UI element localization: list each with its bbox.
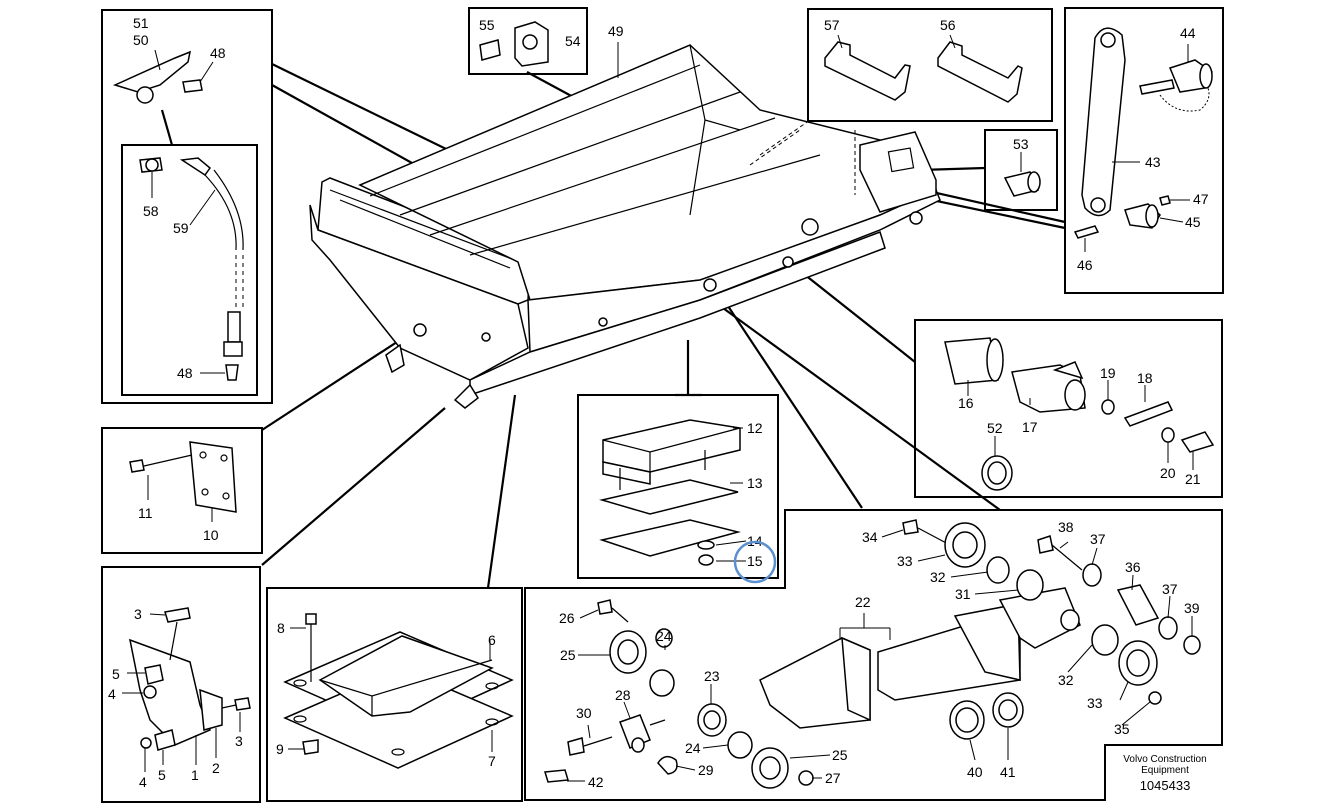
label-48-top: 48 bbox=[210, 45, 226, 61]
label-38: 38 bbox=[1058, 519, 1074, 535]
label-4-top: 4 bbox=[108, 686, 116, 702]
label-3-top: 3 bbox=[134, 606, 142, 622]
label-15: 15 bbox=[747, 553, 763, 569]
label-2: 2 bbox=[212, 760, 220, 776]
callout-box-covers: 57 56 bbox=[807, 8, 1053, 122]
callout-box-hose: 51 50 48 58 59 48 bbox=[101, 9, 273, 404]
label-33-bottom: 33 bbox=[1087, 695, 1103, 711]
label-49: 49 bbox=[608, 23, 624, 39]
label-40: 40 bbox=[967, 764, 983, 780]
label-18: 18 bbox=[1137, 370, 1153, 386]
label-41: 41 bbox=[1000, 764, 1016, 780]
label-27: 27 bbox=[825, 770, 841, 786]
label-45: 45 bbox=[1185, 214, 1201, 230]
label-52: 52 bbox=[987, 420, 1003, 436]
callout-box-hinge: 3 5 4 3 4 5 1 2 bbox=[101, 566, 261, 803]
drawing-footer: Volvo Construction Equipment 1045433 bbox=[1123, 754, 1206, 793]
label-43: 43 bbox=[1145, 154, 1161, 170]
label-22: 22 bbox=[855, 594, 871, 610]
label-31: 31 bbox=[955, 586, 971, 602]
label-25-right: 25 bbox=[832, 747, 848, 763]
highlight-circle bbox=[733, 540, 777, 584]
label-47: 47 bbox=[1193, 191, 1209, 207]
label-12: 12 bbox=[747, 420, 763, 436]
label-29: 29 bbox=[698, 762, 714, 778]
callout-box-wearplates: 8 6 9 7 bbox=[266, 587, 523, 802]
callout-box-link: 44 43 47 45 46 bbox=[1064, 7, 1224, 294]
label-3-right: 3 bbox=[235, 733, 243, 749]
label-23: 23 bbox=[704, 668, 720, 684]
label-19: 19 bbox=[1100, 365, 1116, 381]
label-53: 53 bbox=[1013, 136, 1029, 152]
callout-box-cylinder: 34 33 32 31 38 37 36 37 39 22 32 33 35 2… bbox=[524, 509, 1223, 801]
label-48-bottom: 48 bbox=[177, 365, 193, 381]
label-32-top: 32 bbox=[930, 569, 946, 585]
callout-box-pads: 12 13 14 15 bbox=[577, 394, 779, 584]
label-5-top: 5 bbox=[112, 666, 120, 682]
label-30: 30 bbox=[576, 705, 592, 721]
callout-box-plate: 11 10 bbox=[101, 427, 263, 554]
label-26: 26 bbox=[559, 610, 575, 626]
label-13: 13 bbox=[747, 475, 763, 491]
label-34: 34 bbox=[862, 529, 878, 545]
label-20: 20 bbox=[1160, 465, 1176, 481]
label-44: 44 bbox=[1180, 25, 1196, 41]
label-58: 58 bbox=[143, 203, 159, 219]
callout-box-plug: 53 bbox=[984, 129, 1058, 211]
label-37-top: 37 bbox=[1090, 531, 1106, 547]
brand-line-1: Volvo Construction bbox=[1123, 754, 1206, 765]
label-56: 56 bbox=[940, 17, 956, 33]
label-21: 21 bbox=[1185, 471, 1201, 487]
label-8: 8 bbox=[277, 620, 285, 636]
label-25-left: 25 bbox=[560, 647, 576, 663]
label-36: 36 bbox=[1125, 559, 1141, 575]
label-59: 59 bbox=[173, 220, 189, 236]
label-24-top: 24 bbox=[656, 628, 672, 644]
label-24-bottom: 24 bbox=[685, 740, 701, 756]
label-32-bottom: 32 bbox=[1058, 672, 1074, 688]
label-5-bottom: 5 bbox=[158, 767, 166, 783]
label-17: 17 bbox=[1022, 419, 1038, 435]
label-46: 46 bbox=[1077, 257, 1093, 273]
brand-line-2: Equipment bbox=[1141, 765, 1189, 776]
callout-box-bracket: 55 54 bbox=[468, 7, 588, 75]
label-57: 57 bbox=[824, 17, 840, 33]
label-16: 16 bbox=[958, 395, 974, 411]
label-7: 7 bbox=[488, 753, 496, 769]
label-51: 51 bbox=[133, 15, 149, 31]
label-33-top: 33 bbox=[897, 553, 913, 569]
label-28: 28 bbox=[615, 687, 631, 703]
label-10: 10 bbox=[203, 527, 219, 543]
label-6: 6 bbox=[488, 632, 496, 648]
label-35: 35 bbox=[1114, 721, 1130, 737]
label-54: 54 bbox=[565, 33, 581, 49]
label-50: 50 bbox=[133, 32, 149, 48]
label-4-bottom: 4 bbox=[139, 774, 147, 790]
label-1: 1 bbox=[191, 767, 199, 783]
label-55: 55 bbox=[479, 17, 495, 33]
label-11: 11 bbox=[138, 505, 153, 521]
label-9: 9 bbox=[276, 741, 284, 757]
dump-body-frame bbox=[309, 44, 941, 409]
label-39: 39 bbox=[1184, 600, 1200, 616]
label-42: 42 bbox=[588, 774, 604, 790]
callout-box-bushings: 16 17 19 18 52 20 21 bbox=[914, 319, 1223, 498]
drawing-number: 1045433 bbox=[1140, 778, 1191, 793]
label-37-right: 37 bbox=[1162, 581, 1178, 597]
